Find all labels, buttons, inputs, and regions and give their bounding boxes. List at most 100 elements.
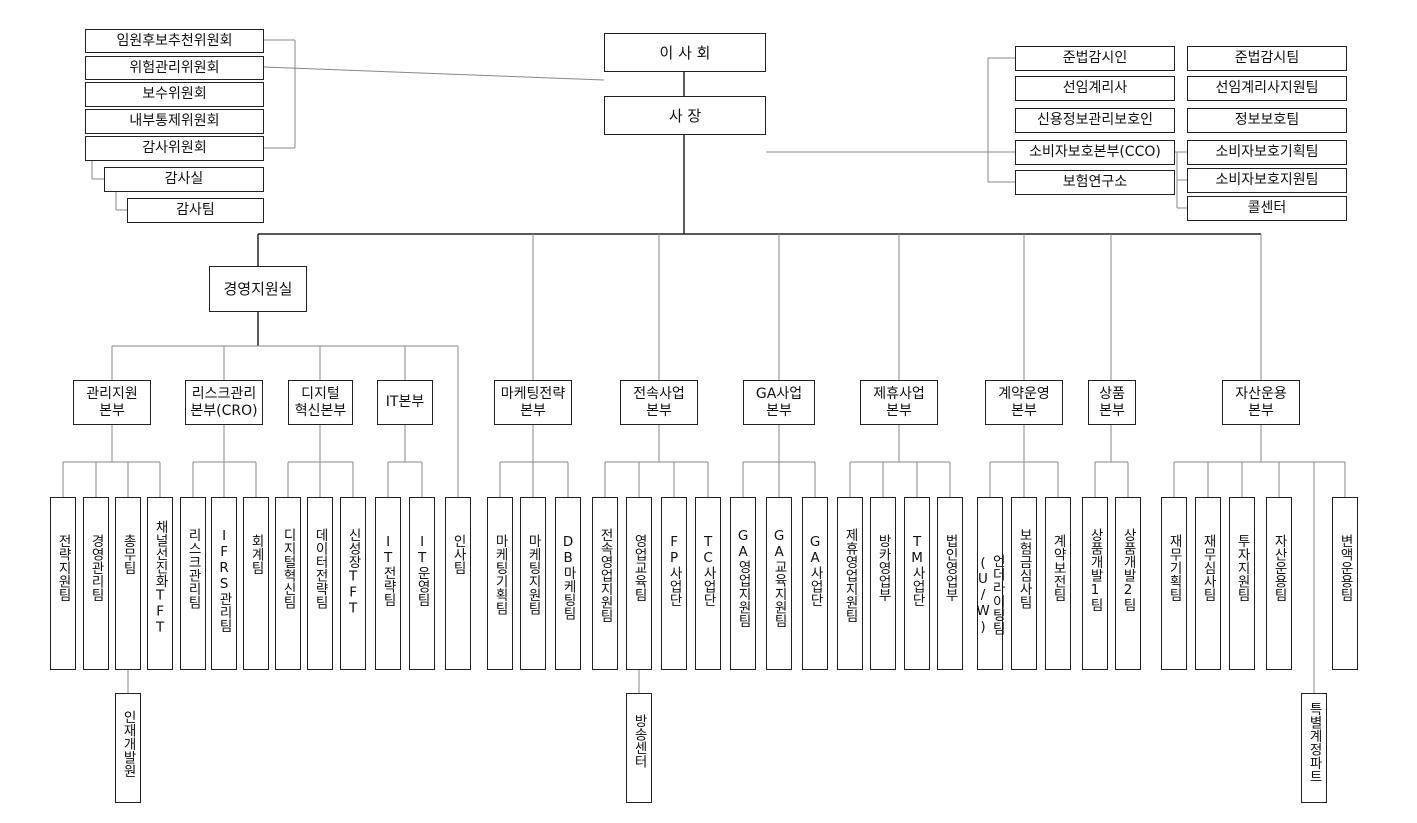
sub-unit-box: 인재개발원 (115, 693, 141, 803)
team-label: 총무팀 (120, 534, 137, 575)
team-box: 상품개발1팀 (1082, 497, 1108, 670)
team-label: 재무기획팀 (1166, 534, 1183, 602)
team-label: 재무심사팀 (1200, 534, 1217, 602)
team-compliance: 준법감시팀 (1187, 46, 1347, 71)
committee-nomination: 임원후보추천위원회 (85, 29, 264, 53)
team-label: IT전략팀 (380, 534, 397, 607)
team-label: GA영업지원팀 (735, 528, 752, 628)
audit-office: 감사실 (104, 167, 264, 192)
team-actuary-support: 선임계리사지원팀 (1187, 76, 1347, 101)
team-box: 방카영업부 (870, 497, 896, 670)
committee-compensation: 보수위원회 (85, 82, 264, 107)
committee-internal-control: 내부통제위원회 (85, 109, 264, 134)
team-box: 경영관리팀 (83, 497, 109, 670)
team-label: DB마케팅팀 (560, 534, 577, 620)
team-label: IT운영팀 (414, 534, 431, 607)
team-box: TM사업단 (904, 497, 930, 670)
team-box: TC사업단 (695, 497, 721, 670)
team-box: 변액운용팀 (1332, 497, 1358, 670)
hq-alliance: 제휴사업 본부 (860, 380, 938, 425)
team-box: 상품개발2팀 (1115, 497, 1141, 670)
board-of-directors: 이 사 회 (604, 33, 766, 72)
hq-digital: 디지털 혁신본부 (288, 380, 353, 425)
team-label: 경영관리팀 (88, 534, 105, 602)
team-box: 마케팅지원팀 (520, 497, 546, 670)
hq-risk: 리스크관리 본부(CRO) (185, 380, 263, 425)
team-box: IT운영팀 (409, 497, 435, 670)
team-box: IT전략팀 (375, 497, 401, 670)
hq-it: IT본부 (377, 380, 433, 425)
team-label: 채널선진화TFT (152, 520, 169, 636)
team-box: 채널선진화TFT (147, 497, 173, 670)
team-label: 마케팅기획팀 (492, 534, 509, 615)
team-box: 전략지원팀 (50, 497, 76, 670)
team-label: 회계팀 (248, 534, 265, 575)
team-label: TM사업단 (909, 534, 926, 607)
sub-unit-label: 특별계정파트 (1306, 702, 1323, 783)
officer-consumer-hq: 소비자보호본부(CCO) (1015, 140, 1175, 165)
team-label: 상품개발2팀 (1120, 528, 1137, 612)
team-label: 디지털혁신팀 (280, 528, 297, 609)
team-info-protection: 정보보호팀 (1187, 108, 1347, 133)
team-box: 마케팅기획팀 (487, 497, 513, 670)
team-call-center: 콜센터 (1187, 196, 1347, 221)
team-box: 인사팀 (445, 497, 471, 670)
team-label: 언더라이팅팀(U/W) (975, 554, 1006, 635)
team-label: 인사팀 (450, 534, 467, 575)
team-label: 전속영업지원팀 (597, 528, 614, 623)
team-box: 회계팀 (243, 497, 269, 670)
sub-unit-label: 방송센터 (631, 714, 648, 768)
sub-unit-box: 방송센터 (626, 693, 652, 803)
team-consumer-planning: 소비자보호기획팀 (1187, 140, 1347, 165)
team-label: 데이터전략팀 (312, 528, 329, 609)
team-label: 변액운용팀 (1337, 534, 1354, 602)
team-label: 법인영업부 (942, 534, 959, 602)
team-box: 재무심사팀 (1195, 497, 1221, 670)
team-label: 마케팅지원팀 (525, 534, 542, 615)
team-box: GA사업단 (802, 497, 828, 670)
hq-admin: 관리지원 본부 (73, 380, 151, 425)
team-label: FP사업단 (666, 534, 683, 607)
hq-product: 상품 본부 (1088, 380, 1136, 425)
team-box: GA교육지원팀 (766, 497, 792, 670)
team-box: 영업교육팀 (626, 497, 652, 670)
committee-audit: 감사위원회 (85, 136, 264, 161)
team-box: 데이터전략팀 (307, 497, 333, 670)
team-box: 전속영업지원팀 (592, 497, 618, 670)
team-box: 법인영업부 (937, 497, 963, 670)
officer-research: 보험연구소 (1015, 170, 1175, 195)
team-label: 자산운용팀 (1271, 534, 1288, 602)
management-support-office: 경영지원실 (209, 266, 307, 312)
committee-risk: 위험관리위원회 (85, 56, 264, 80)
team-label: 전략지원팀 (55, 534, 72, 602)
team-consumer-support: 소비자보호지원팀 (1187, 168, 1347, 193)
team-label: 영업교육팀 (631, 534, 648, 602)
sub-unit-label: 인재개발원 (120, 710, 137, 778)
team-box: 재무기획팀 (1161, 497, 1187, 670)
sub-unit-box: 특별계정파트 (1301, 693, 1327, 803)
team-box: 자산운용팀 (1266, 497, 1292, 670)
team-box: 투자지원팀 (1229, 497, 1255, 670)
ceo: 사 장 (604, 96, 766, 135)
team-box: 총무팀 (115, 497, 141, 670)
team-label: 보험금심사팀 (1016, 528, 1033, 609)
hq-asset: 자산운용 본부 (1222, 380, 1300, 425)
team-label: 투자지원팀 (1234, 534, 1251, 602)
hq-ga: GA사업 본부 (743, 380, 815, 425)
audit-team: 감사팀 (127, 198, 264, 223)
team-box: DB마케팅팀 (555, 497, 581, 670)
team-box: FP사업단 (661, 497, 687, 670)
hq-exclusive: 전속사업 본부 (620, 380, 698, 425)
team-label: 상품개발1팀 (1087, 528, 1104, 612)
officer-compliance: 준법감시인 (1015, 46, 1175, 71)
team-box: 신성장TFT (340, 497, 366, 670)
team-box: 제휴영업지원팀 (837, 497, 863, 670)
team-box: IFRS관리팀 (211, 497, 237, 670)
team-box: 계약보전팀 (1045, 497, 1071, 670)
team-label: 방카영업부 (875, 534, 892, 602)
team-label: 제휴영업지원팀 (842, 528, 859, 623)
team-box: 보험금심사팀 (1011, 497, 1037, 670)
team-box: 디지털혁신팀 (275, 497, 301, 670)
team-label: TC사업단 (700, 534, 717, 607)
team-label: GA교육지원팀 (771, 528, 788, 628)
